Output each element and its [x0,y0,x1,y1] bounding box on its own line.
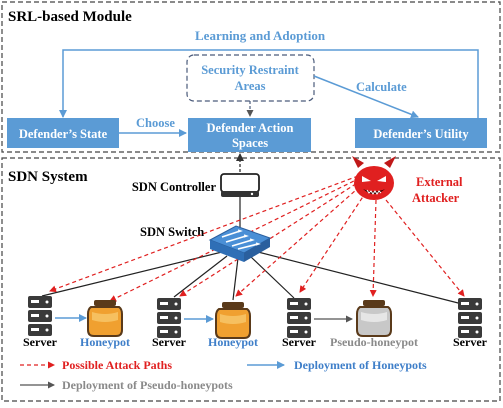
honeypot-jar-icon [215,301,251,339]
defender-state-label: Defender’s State [19,127,108,141]
server-icon [157,298,181,338]
switch-connection-lines [41,251,471,307]
defender-utility-box [355,118,487,148]
defender-action-box [188,118,311,152]
security-restraint-box [186,54,315,102]
security-box-line1: Security Restraint [201,63,299,77]
server-label-2: Server [152,335,187,349]
choose-label: Choose [136,116,175,130]
learning-label: Learning and Adoption [195,28,326,43]
defender-action-line1: Defender Action [207,121,294,135]
security-box-line2: Areas [234,79,265,93]
legend: Possible Attack Paths Deployment of Hone… [20,358,427,392]
server-icon [458,298,482,338]
calculate-label: Calculate [356,80,407,94]
switch-label: SDN Switch [140,225,204,239]
system-title: SDN System [8,169,88,185]
legend-pseudo-label: Deployment of Pseudo-honeypots [62,378,233,392]
honeypot-jar-icon [87,299,123,337]
legend-attack-label: Possible Attack Paths [62,358,172,372]
controller-icon [220,173,260,197]
attacker-label-line1: External [416,175,463,189]
server-icon [287,298,311,338]
pseudo-honeypot-label: Pseudo-honeypot [330,335,418,349]
server-label-3: Server [282,335,317,349]
controller-label: SDN Controller [132,180,217,194]
learning-loop-arrow [59,49,479,118]
attacker-label-line2: Attacker [412,191,460,205]
server-icon [28,296,52,336]
honeypot-label-1: Honeypot [80,335,130,349]
defender-utility-label: Defender’s Utility [373,127,469,141]
legend-honeypot-label: Deployment of Honeypots [294,358,427,372]
defender-state-box [7,118,119,148]
pseudo-honeypot-jar-icon [356,299,392,337]
switch-icon [208,225,272,262]
defender-action-line2: Spaces [232,136,268,150]
sdn-system-boundary [1,157,501,402]
honeypot-label-2: Honeypot [208,335,258,349]
module-title: SRL-based Module [8,9,132,25]
server-label-1: Server [23,335,58,349]
devil-attacker-icon [352,156,396,200]
calculate-arrow [313,75,419,119]
server-label-4: Server [453,335,488,349]
